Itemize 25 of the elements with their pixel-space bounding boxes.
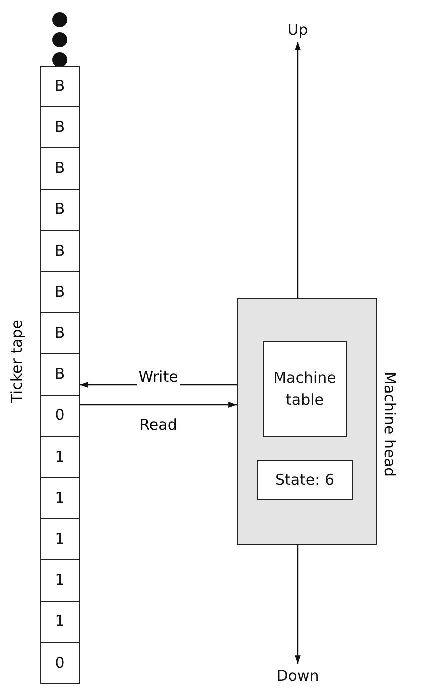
state-box: State: 6 xyxy=(257,460,353,500)
tape-cell: 0 xyxy=(40,642,80,684)
arrow xyxy=(80,402,237,408)
heading: Machine head xyxy=(381,372,399,477)
tape-cell: 1 xyxy=(40,478,80,520)
tape-label: Ticker tape xyxy=(8,320,26,404)
edge-label: Write xyxy=(136,368,180,386)
tape-cell: B xyxy=(40,107,80,148)
tape-cell: 1 xyxy=(40,602,80,643)
direction-text: Down xyxy=(270,664,326,688)
tape-cell: B xyxy=(40,354,80,396)
tape-cell: 1 xyxy=(40,560,80,602)
tape-cell: 0 xyxy=(40,396,80,437)
tape-cell: B xyxy=(40,272,80,314)
arrow xyxy=(295,42,301,298)
tape-cell: B xyxy=(40,190,80,231)
tape-cell: B xyxy=(40,313,80,354)
tape-cell: B xyxy=(40,148,80,190)
tape-cell: 1 xyxy=(40,519,80,560)
tape-cell: 1 xyxy=(40,436,80,478)
tape-cell: B xyxy=(40,66,80,108)
arrow xyxy=(295,545,301,664)
machine-table-box: Machine table xyxy=(263,341,347,437)
direction-text: Up xyxy=(278,18,318,42)
tape-cell: B xyxy=(40,230,80,272)
